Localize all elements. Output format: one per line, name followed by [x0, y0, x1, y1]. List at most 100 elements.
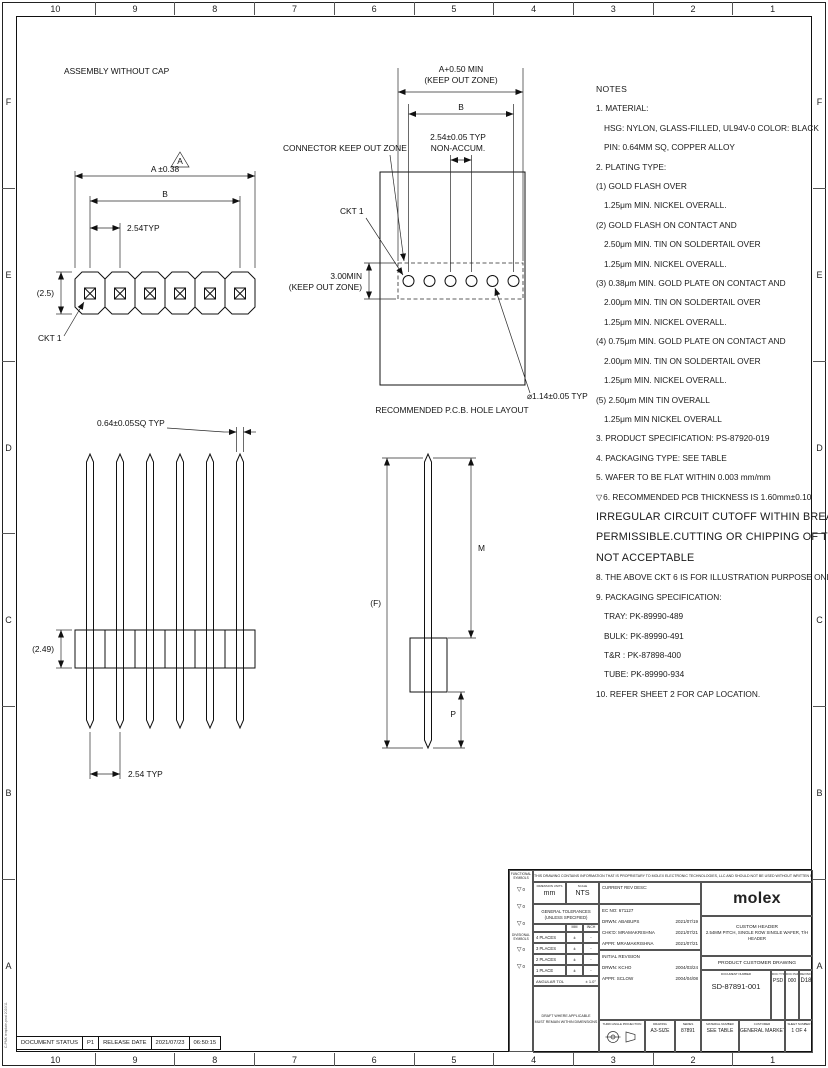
keepout-callout-label: CONNECTOR KEEP OUT ZONE	[283, 143, 407, 153]
single-pin-view: M (F) P	[370, 452, 485, 750]
note-line: (5) 2.50μm MIN TIN OVERALL	[596, 394, 710, 405]
note-line: PERMISSIBLE.CUTTING OR CHIPPING OF THE M…	[596, 531, 828, 544]
note-line: HSG: NYLON, GLASS-FILLED, UL94V-0 COLOR:…	[604, 122, 819, 133]
tolerance-table-corner	[533, 924, 566, 932]
flag-triangle-icon: ▽	[516, 947, 522, 954]
pin-cross-sections	[84, 287, 246, 300]
tolerance-mm-value: ±	[566, 965, 583, 976]
dim-label: B	[162, 189, 168, 199]
product-title-line1: CUSTOM HEADER	[735, 925, 779, 930]
note-line: 10. REFER SHEET 2 FOR CAP LOCATION.	[596, 688, 761, 699]
material-cell: MATERIAL NUMBER SEE TABLE	[701, 1020, 739, 1053]
note-line: 1.25μm MIN NICKEL OVERALL	[604, 413, 722, 424]
dim-label: (F)	[370, 598, 381, 608]
units-value: mm	[543, 890, 556, 897]
note-text: 6. RECOMMENDED PCB THICKNESS IS 1.60mm±0…	[603, 491, 812, 502]
note-line: (4) 0.75μm MIN. GOLD PLATE ON CONTACT AN…	[596, 336, 786, 347]
note-line: 1.25μm MIN. NICKEL OVERALL.	[604, 200, 727, 211]
note-line: 9. PACKAGING SPECIFICATION:	[596, 591, 722, 602]
checked-by: CHK'D: MRAMAKRISHNA	[602, 930, 655, 935]
pins	[86, 452, 244, 730]
units-label: DIMENSION UNITS	[536, 884, 563, 888]
sheet-number-value: 1 OF 4	[791, 1028, 807, 1034]
third-angle-projection-icon	[605, 1031, 636, 1043]
tolerance-mm-value: ±	[566, 954, 583, 965]
note-line: 2.00μm MIN. TIN ON SOLDERTAIL OVER	[604, 355, 761, 366]
dim-label: 3.00MIN	[330, 271, 362, 281]
functional-symbols-label: FUNCTIONAL SYMBOLS	[510, 872, 532, 880]
grid-label: 7	[255, 2, 335, 15]
ckt1-label: CKT 1	[340, 206, 364, 216]
dim-label: ⌀1.14±0.05 TYP	[527, 391, 588, 401]
doc-type-value: PSD	[772, 978, 784, 984]
grid-label: 6	[335, 1053, 415, 1066]
wafer-body-outline	[74, 271, 256, 315]
general-tolerances-line1: GENERAL TOLERANCES	[541, 909, 591, 914]
customer-value: GENERAL MARKET	[740, 1028, 785, 1034]
product-title-line2: 2.54MM PITCH, SINGLE ROW SINGLE WAFER, T…	[705, 930, 809, 935]
note-line: NOT ACCEPTABLE	[596, 551, 695, 564]
grid-ruler-bottom: 10 9 8 7 6 5 4 3 2 1	[16, 1053, 812, 1066]
dim-label: (KEEP OUT ZONE)	[289, 282, 362, 292]
projection-label: THIRD ANGLE PROJECTION	[602, 1022, 642, 1026]
wafer-band	[74, 629, 256, 669]
document-number-label: DOCUMENT NUMBER	[721, 972, 751, 976]
drawing-frame	[16, 16, 812, 1052]
general-tolerances-line2: (UNLESS SPECIFIED)	[544, 914, 588, 920]
dim-label: (2.49)	[32, 644, 54, 654]
angular-tolerance-value: ± 1.0°	[585, 978, 596, 984]
grid-label: 10	[16, 1053, 96, 1066]
grid-label: 6	[335, 2, 415, 15]
wafer-cross-section	[409, 637, 448, 693]
grid-label: A	[5, 961, 12, 972]
symbol-value: 0	[522, 947, 526, 953]
note-line: (3) 0.38μm MIN. GOLD PLATE ON CONTACT AN…	[596, 278, 786, 289]
dim-label: 2.54±0.05 TYP	[430, 132, 486, 142]
approved-date: 2021/07/21	[675, 941, 698, 946]
draft-note-line1: DRAFT WHERE APPLICABLE	[541, 1014, 591, 1018]
sheet-number-cell: SHEET NUMBER 1 OF 4	[785, 1020, 813, 1053]
grid-label: 4	[494, 2, 574, 15]
tolerance-col-mm: MM	[566, 924, 583, 932]
note-line: 5. WAFER TO BE FLAT WITHIN 0.003 mm/mm	[596, 472, 771, 483]
scale-value: NTS	[575, 890, 590, 897]
checked-date: 2021/07/21	[675, 930, 698, 935]
ckt1-label: CKT 1	[38, 333, 62, 343]
material-value: SEE TABLE	[706, 1028, 734, 1034]
note-line: (2) GOLD FLASH ON CONTACT AND	[596, 219, 737, 230]
document-status-label: DOCUMENT STATUS	[17, 1037, 84, 1049]
grid-label: A	[816, 961, 823, 972]
revision-value: D18	[800, 978, 812, 984]
datum-flag-label: A	[177, 156, 183, 166]
symbol-value: 0	[522, 903, 526, 909]
hole-pattern	[402, 275, 520, 287]
title-block: FUNCTIONAL SYMBOLS ▽0 ▽0 ▽0 DIVISIONAL S…	[508, 869, 813, 1053]
revision-cell: REVISION D18	[799, 970, 813, 1020]
angular-tolerance-label: ANGULAR TOL	[536, 978, 565, 984]
scale-cell: SCALE NTS	[566, 882, 599, 904]
pcb-outline	[379, 171, 526, 386]
dim-label: P	[450, 709, 456, 719]
grid-label: E	[2, 189, 15, 362]
grid-label: B	[2, 707, 15, 881]
dim-label: A ±0.38	[151, 164, 180, 174]
pcb-hole-layout-view: A+0.50 MIN (KEEP OUT ZONE) B 2.54±0.05 T…	[283, 64, 588, 415]
note-line: (1) GOLD FLASH OVER	[596, 181, 687, 192]
assembly-view-title: ASSEMBLY WITHOUT CAP	[64, 66, 170, 76]
units-cell: DIMENSION UNITS mm	[533, 882, 566, 904]
drawing-type-cell: PRODUCT CUSTOMER DRAWING	[701, 956, 813, 970]
dim-label: 2.54 TYP	[128, 769, 163, 779]
doc-part-label: DOC PART	[786, 972, 799, 976]
note-line: T&R : PK-87898-400	[604, 650, 682, 661]
symbol-value: 0	[522, 920, 526, 926]
proprietary-notice: THIS DRAWING CONTAINS INFORMATION THAT I…	[533, 870, 813, 882]
grid-label: B	[813, 707, 826, 881]
functional-symbol: ▽0	[510, 915, 532, 932]
product-title-line3: HEADER	[748, 936, 766, 942]
flag-triangle-icon: ▽	[516, 964, 522, 971]
dim-label: 0.64±0.05SQ TYP	[97, 418, 165, 428]
release-time-value: 06:50:15	[193, 1040, 217, 1046]
grid-label: 10	[16, 2, 96, 15]
grid-label: D	[2, 362, 15, 535]
